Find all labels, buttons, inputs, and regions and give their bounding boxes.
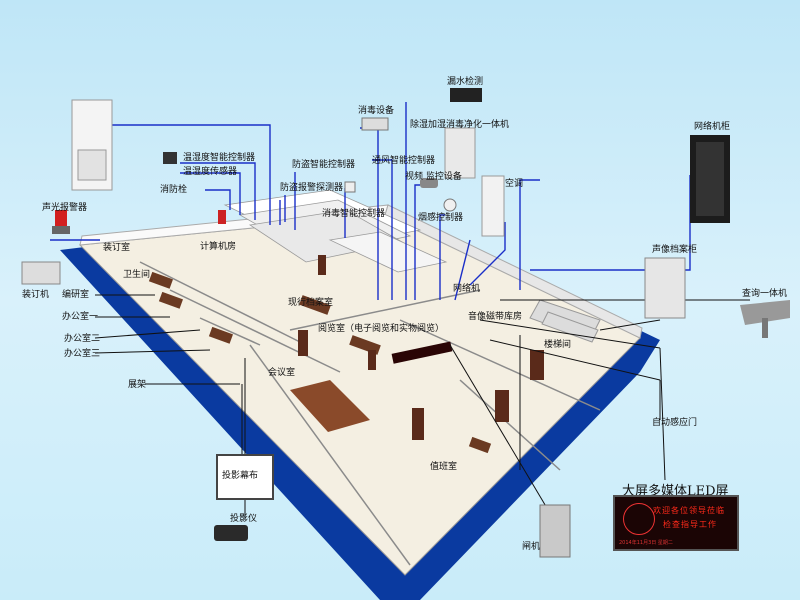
dehumidifier-cabinet — [71, 99, 113, 191]
compact-shelves — [223, 189, 448, 273]
projection-screen-label: 投影幕布 — [222, 471, 259, 481]
desks — [148, 271, 492, 454]
led-date: 2014年11月3日 星期二 — [619, 540, 673, 546]
room-partitions — [139, 261, 601, 566]
label-current-doc-room: 现行档案室 — [288, 298, 334, 308]
label-auto-door: 自动感应门 — [652, 418, 698, 428]
label-dehumidify-purifier: 除湿加湿消毒净化一体机 — [410, 120, 510, 130]
disinfect-device-shape — [361, 117, 389, 131]
label-archive-room1: 计算机房 — [200, 242, 237, 252]
label-duty-room: 值班室 — [430, 462, 458, 472]
label-office2: 办公室二 — [64, 334, 101, 344]
label-meeting-room: 会议室 — [268, 368, 296, 378]
kiosk-shape — [740, 300, 790, 325]
binding-machine-shape — [21, 261, 61, 285]
purifier-shape — [444, 127, 476, 179]
label-editing-room: 编研室 — [62, 290, 90, 300]
ac-shape — [481, 175, 505, 237]
callout-lines — [94, 294, 750, 531]
smoke-detector-shape — [443, 198, 457, 212]
label-audio-archive: 声像档案柜 — [652, 245, 698, 255]
label-disinfect-device: 消毒设备 — [358, 106, 395, 116]
label-stairs: 楼梯间 — [544, 340, 572, 350]
projector-shape — [214, 525, 248, 541]
back-wall-right — [384, 204, 643, 339]
label-binding-room: 装订室 — [103, 243, 131, 253]
label-air-conditioner: 空调 — [505, 179, 524, 189]
doors — [298, 255, 544, 440]
label-audible-alarm: 声光报警器 — [42, 203, 88, 213]
th-controller-shape — [163, 152, 177, 164]
leak-detector-shape — [450, 88, 482, 102]
audio-cabinet-shape — [644, 257, 686, 319]
camera-shape — [420, 178, 438, 188]
label-tape-room: 音像磁带库房 — [468, 312, 523, 322]
label-anti-theft-detector: 防盗报警探测器 — [280, 183, 344, 193]
label-network-cabinet: 网络机柜 — [694, 122, 731, 132]
label-th-controller: 温湿度智能控制器 — [183, 153, 256, 163]
led-line2: 检查指导工作 — [663, 520, 717, 529]
label-smoke-controller: 烟感控制器 — [418, 213, 464, 223]
label-turnstile: 闸机 — [522, 542, 541, 552]
label-reading-room: 阅览室（电子阅览和实物阅览） — [318, 324, 445, 334]
label-toilet: 卫生间 — [123, 270, 151, 280]
led-line1: 欢迎各位领导莅临 — [653, 506, 725, 515]
clock-icon — [623, 503, 655, 535]
label-ventilation-controller: 通风智能控制器 — [372, 156, 436, 166]
label-disinfect-controller: 消毒智能控制器 — [322, 209, 386, 219]
label-anti-theft-controller: 防盗智能控制器 — [292, 160, 356, 170]
label-office3: 办公室三 — [64, 349, 101, 359]
label-projector: 投影仪 — [230, 514, 258, 524]
label-network-room: 网络机 — [453, 284, 481, 294]
label-display-rack: 展架 — [128, 380, 147, 390]
projection-screen: 投影幕布 — [216, 454, 274, 500]
label-leak-detect: 漏水检测 — [447, 77, 484, 87]
label-query-kiosk: 查询一体机 — [742, 289, 788, 299]
alarm-shape — [55, 210, 67, 228]
label-fire-hydrant: 消防栓 — [160, 185, 188, 195]
indoor-led-strip — [391, 341, 453, 364]
label-binding-machine: 装订机 — [22, 290, 50, 300]
label-th-sensor: 温湿度传感器 — [183, 167, 238, 177]
label-video-monitor: 视频 监控设备 — [405, 172, 462, 182]
turnstile-shape — [539, 504, 571, 558]
label-office1: 办公室一 — [62, 312, 99, 322]
led-screen: 欢迎各位领导莅临 检查指导工作 2014年11月3日 星期二 — [613, 495, 739, 551]
meeting-table — [290, 380, 370, 432]
stairs — [529, 299, 601, 343]
